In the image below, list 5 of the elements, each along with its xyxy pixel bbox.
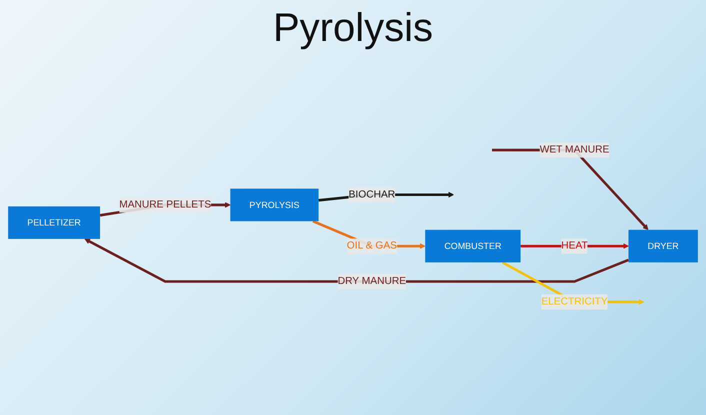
diagram-title: Pyrolysis [272,6,434,51]
process-box: PYROLYSIS [230,188,319,222]
process-box: PELLETIZER [8,206,100,239]
process-box: DRYER [628,230,698,262]
process-box: COMBUSTER [425,230,521,262]
